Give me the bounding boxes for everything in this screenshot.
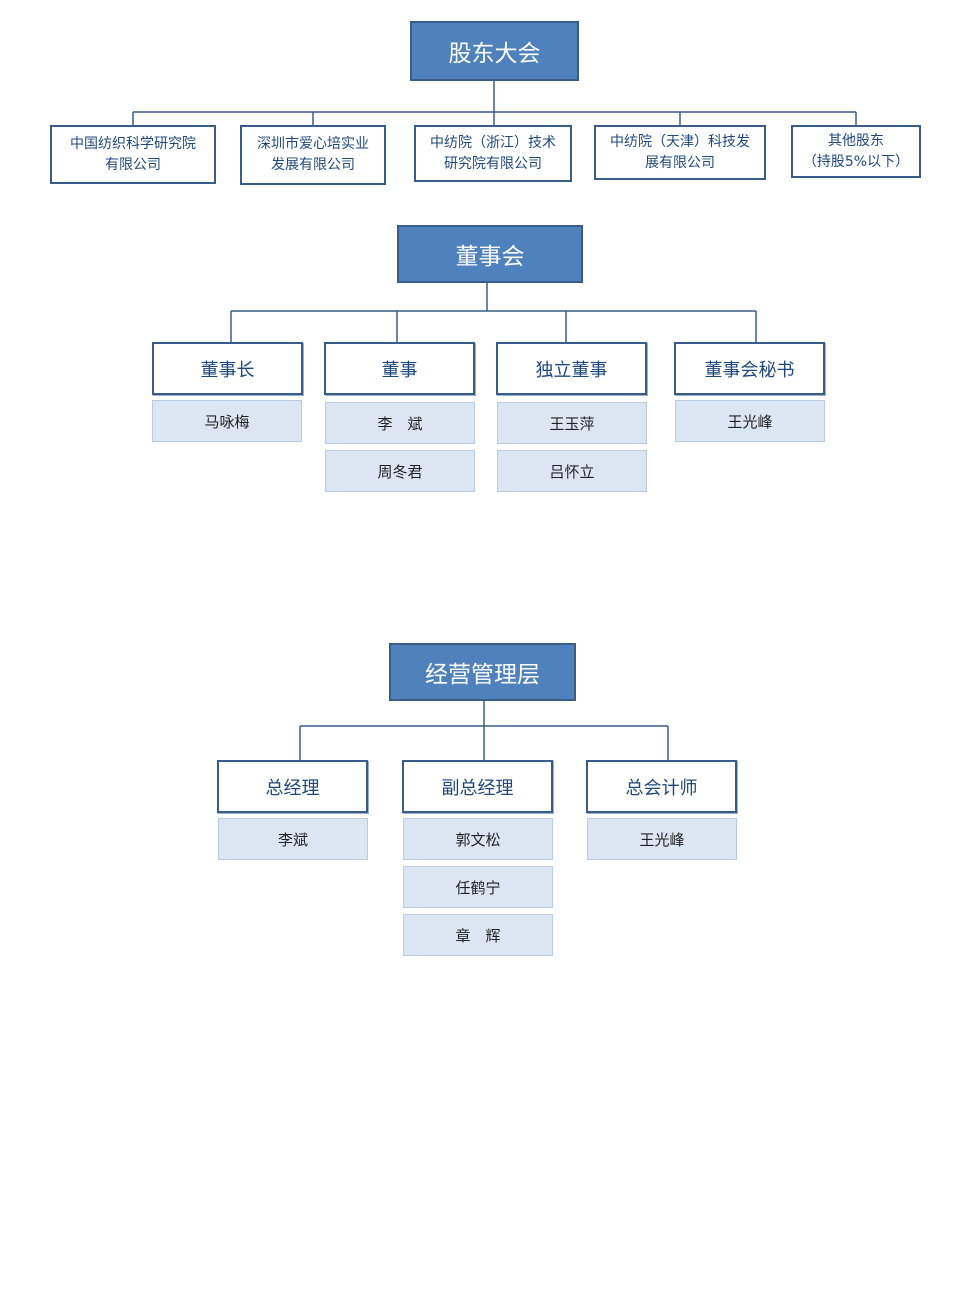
shareholder-name-line1: 中国纺织科学研究院	[70, 135, 196, 152]
board-role-box: 董事会秘书	[674, 342, 825, 395]
board-member-box: 李 斌	[325, 402, 475, 444]
shareholder-name-line1: 其他股东	[828, 132, 884, 149]
board-role-label: 董事会秘书	[704, 359, 795, 381]
board-member-name: 周冬君	[377, 462, 423, 481]
shareholder-name-line2: 发展有限公司	[271, 157, 355, 173]
board-member-box: 吕怀立	[497, 450, 647, 492]
shareholder-name-line2: 有限公司	[105, 156, 161, 173]
shareholder-name-line2: 展有限公司	[645, 154, 715, 171]
board-role-box: 独立董事	[496, 342, 647, 395]
shareholder-name-line2: （持股5%以下）	[802, 153, 910, 170]
board-member-box: 王光峰	[675, 400, 825, 442]
management-role-box: 总会计师	[586, 760, 737, 813]
board-box: 董事会	[397, 225, 583, 283]
shareholder-box: 深圳市爱心培实业 发展有限公司	[240, 125, 386, 185]
management-member-box: 章 辉	[403, 914, 553, 956]
shareholder-box: 中纺院（浙江）技术 研究院有限公司	[414, 125, 572, 182]
board-member-box: 马咏梅	[152, 400, 302, 442]
board-role-label: 董事长	[200, 359, 255, 381]
management-member-name: 郭文松	[455, 830, 501, 849]
board-role-label: 董事	[381, 359, 418, 381]
shareholder-name-line2: 研究院有限公司	[444, 155, 542, 172]
shareholders-meeting-title: 股东大会	[448, 41, 541, 67]
board-role-box: 董事	[324, 342, 475, 395]
board-member-name: 吕怀立	[549, 462, 595, 481]
management-role-label: 总会计师	[625, 777, 698, 799]
board-member-name: 李 斌	[377, 414, 423, 433]
shareholder-name-line1: 深圳市爱心培实业	[257, 136, 369, 152]
board-member-name: 马咏梅	[204, 412, 250, 431]
board-role-label: 独立董事	[535, 359, 608, 381]
shareholder-name-line1: 中纺院（天津）科技发	[610, 133, 750, 150]
shareholders-meeting-box: 股东大会	[410, 21, 579, 81]
shareholder-name-line1: 中纺院（浙江）技术	[430, 134, 556, 151]
shareholder-box: 其他股东 （持股5%以下）	[791, 125, 921, 178]
management-member-name: 王光峰	[639, 830, 685, 849]
management-role-box: 副总经理	[402, 760, 553, 813]
management-member-name: 李斌	[277, 830, 308, 849]
board-member-box: 周冬君	[325, 450, 475, 492]
management-role-box: 总经理	[217, 760, 368, 813]
shareholder-box: 中国纺织科学研究院 有限公司	[50, 125, 216, 184]
management-role-label: 总经理	[265, 777, 320, 799]
board-member-box: 王玉萍	[497, 402, 647, 444]
board-role-box: 董事长	[152, 342, 303, 395]
board-title: 董事会	[455, 244, 525, 270]
management-role-label: 副总经理	[441, 777, 514, 799]
management-title: 经营管理层	[425, 662, 540, 688]
management-member-name: 任鹤宁	[455, 878, 501, 897]
management-member-box: 郭文松	[403, 818, 553, 860]
management-member-box: 任鹤宁	[403, 866, 553, 908]
management-member-name: 章 辉	[455, 926, 501, 945]
board-member-name: 王玉萍	[549, 414, 595, 433]
shareholder-box: 中纺院（天津）科技发 展有限公司	[594, 125, 766, 180]
management-member-box: 李斌	[218, 818, 368, 860]
management-member-box: 王光峰	[587, 818, 737, 860]
management-box: 经营管理层	[389, 643, 576, 701]
board-member-name: 王光峰	[727, 412, 773, 431]
